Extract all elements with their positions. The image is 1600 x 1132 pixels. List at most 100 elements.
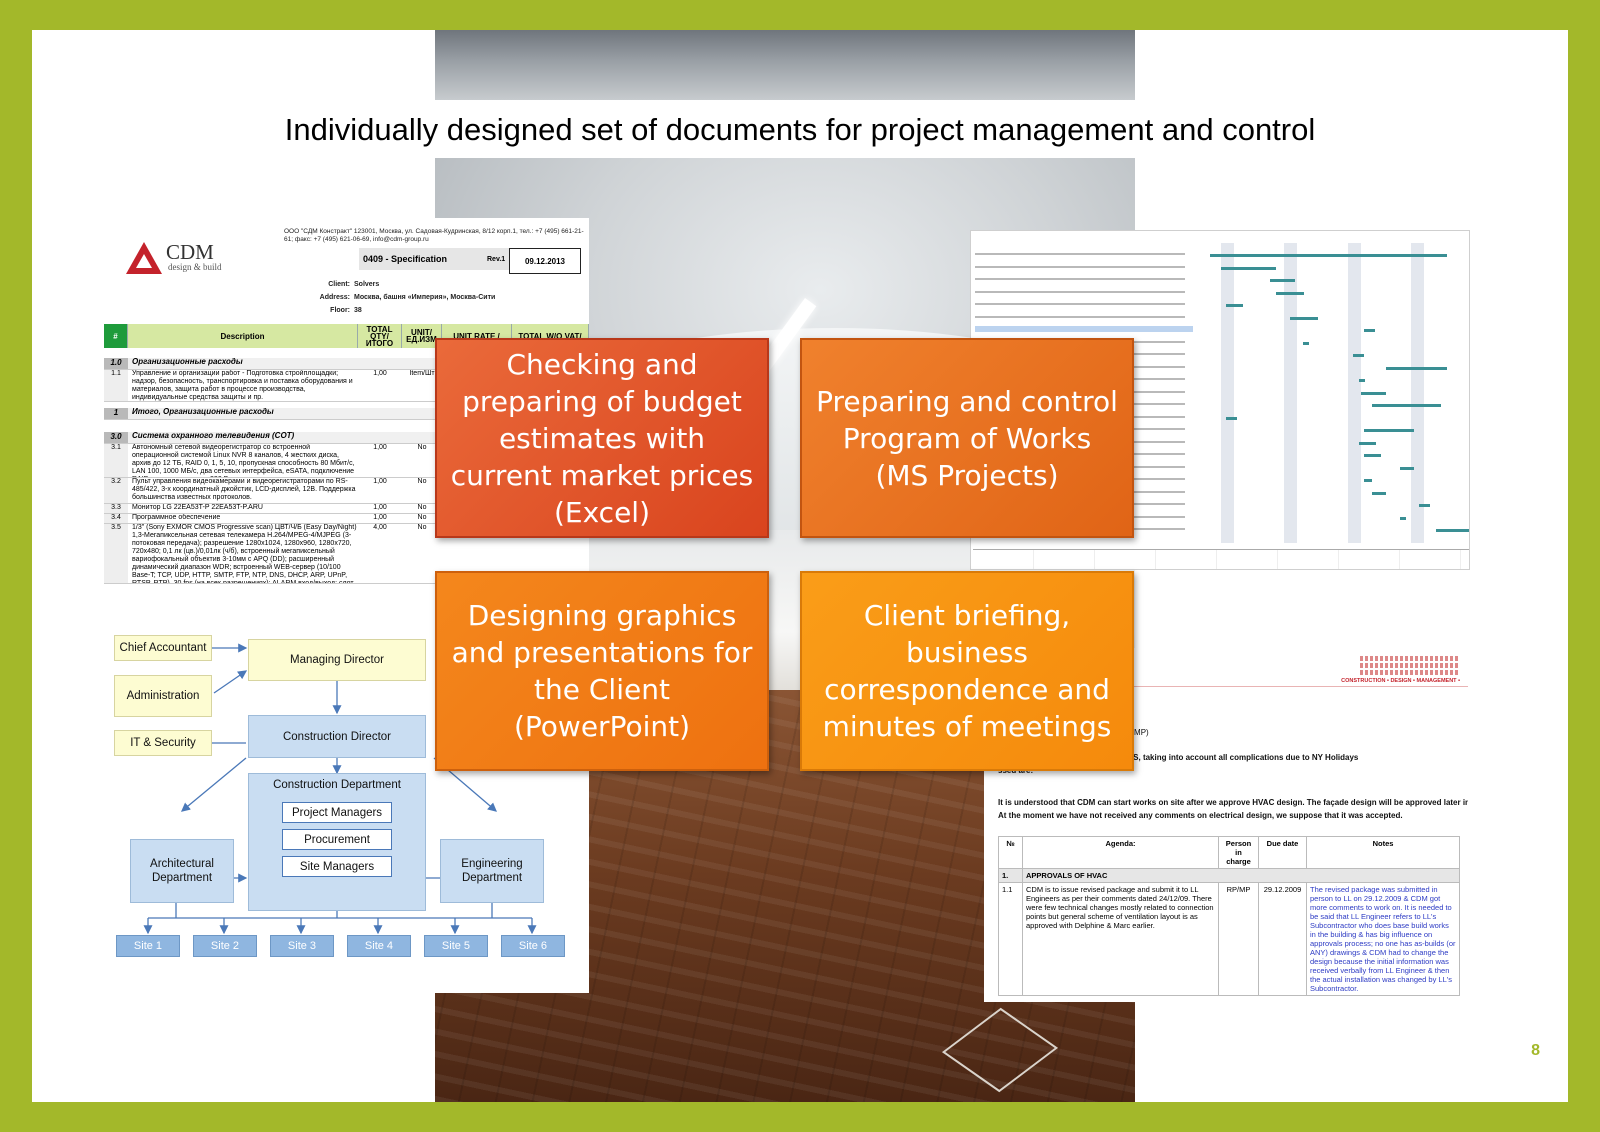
cdm-logo-icon	[126, 242, 162, 274]
spec-cell-d: 1/3" (Sony EXMOR CMOS Progressive scan) …	[132, 524, 357, 584]
spec-cell-q	[358, 358, 402, 369]
spec-meta-key: Client:	[328, 281, 350, 288]
document-date: 09.12.2013	[509, 248, 581, 274]
spec-cell-q: 1,00	[373, 504, 387, 511]
spec-cell-n: 1	[104, 408, 128, 419]
minutes-line-3: uss the approvals process in VEGAS, taki…	[998, 753, 1359, 762]
spec-header-cell: #	[104, 324, 128, 348]
minutes-section-label: APPROVALS OF HVAC	[1022, 868, 1460, 883]
minutes-brand: CONSTRUCTION • DESIGN • MANAGEMENT •	[1341, 678, 1460, 684]
spec-meta-row: Address: Москва, башня «Империя», Москва-…	[284, 291, 584, 304]
spec-cell-n: 3.3	[104, 504, 128, 513]
spec-row: 3.3 Монитор LG 22EA53T-P 22EA53T-P.ARU 1,0…	[104, 504, 589, 514]
site-box: Site 2	[193, 935, 257, 957]
spec-cell-n: 3.2	[104, 478, 128, 503]
minutes-line-6: At the moment we have not received any c…	[998, 811, 1403, 820]
tile-program-of-works: Preparing and control Program of Works (…	[800, 338, 1134, 538]
minutes-row-person: RP/MP	[1218, 882, 1259, 996]
tile-graphics-presentations: Designing graphics and presentations for…	[435, 571, 769, 771]
construction-department-label: Construction Department	[273, 779, 401, 791]
spec-cell-u: No	[417, 524, 427, 531]
spec-cell-u: No	[417, 504, 427, 511]
site-box: Site 4	[347, 935, 411, 957]
spec-header-cell: TOTAL W/O VAT/	[512, 324, 589, 348]
spec-cell-d: Итого, Организационные расходы	[132, 408, 274, 416]
minutes-row-no: 1.1	[998, 882, 1023, 996]
spec-cell-d: Автономный сетевой видеорегистратор со в…	[132, 444, 355, 477]
site-box: Site 3	[270, 935, 334, 957]
minutes-col-no: №	[998, 836, 1023, 869]
spec-meta-row: Floor: 38	[284, 304, 584, 317]
revision: Rev.1	[487, 256, 506, 263]
chief-accountant-box: Chief Accountant	[114, 635, 212, 661]
spec-cell-n: 1.0	[104, 358, 128, 369]
site-box: Site 1	[116, 935, 180, 957]
minutes-row-due: 29.12.2009	[1258, 882, 1307, 996]
spec-cell-u: No	[417, 514, 427, 521]
minutes-row-agenda: CDM is to issue revised package and subm…	[1022, 882, 1219, 996]
tile-budget-estimates: Checking and preparing of budget estimat…	[435, 338, 769, 538]
spec-cell-q: 4,00	[373, 524, 387, 531]
spec-meta-value: 38	[354, 307, 362, 314]
engineering-department-box: Engineering Department	[440, 839, 544, 903]
minutes-col-due: Due date	[1258, 836, 1307, 869]
minutes-table: № Agenda: Person in charge Due date Note…	[998, 836, 1460, 996]
minutes-document: CONSTRUCTION • DESIGN • MANAGEMENT • w h…	[984, 648, 1468, 1002]
logo-subtitle: design & build	[168, 262, 222, 272]
spec-cell-n: 3.0	[104, 432, 128, 443]
spec-cell-d: Программное обеспечение	[132, 514, 221, 521]
spec-cell-u: No	[417, 444, 427, 451]
spec-header-cell: UNIT RATE /	[442, 324, 512, 348]
spec-cell-d: Пульт управления видеокамерами и видеоре…	[132, 478, 356, 501]
spec-cell-q: 1,00	[373, 478, 387, 485]
spec-cell-q: 1,00	[373, 444, 387, 451]
spec-cell-n: 1.1	[104, 370, 128, 401]
spec-meta-key: Floor:	[330, 307, 350, 314]
spec-cell-n: 3.5	[104, 524, 128, 583]
spec-cell-q	[358, 432, 402, 443]
site-box: Site 6	[501, 935, 565, 957]
spec-row: 3.4 Программное обеспечение 1,00 No	[104, 514, 589, 524]
minutes-col-agenda: Agenda:	[1022, 836, 1219, 869]
minutes-line-5: It is understood that CDM can start work…	[998, 798, 1468, 807]
administration-box: Administration	[114, 675, 212, 717]
minutes-col-person: Person in charge	[1218, 836, 1259, 869]
minutes-letterhead	[1360, 656, 1460, 675]
tile-client-briefing: Client briefing, business correspondence…	[800, 571, 1134, 771]
slide: Individually designed set of documents f…	[32, 30, 1568, 1102]
minutes-col-notes: Notes	[1306, 836, 1460, 869]
minutes-row-notes: The revised package was submitted in per…	[1306, 882, 1460, 996]
document-name: 0409 - Specification	[359, 248, 509, 270]
spec-cell-n: 3.4	[104, 514, 128, 523]
logo-name: CDM	[166, 240, 214, 264]
spec-header-cell: TOTAL QTY/ ИТОГО	[358, 324, 402, 348]
spec-cell-q: 1,00	[373, 370, 387, 377]
spec-cell-d: Управление и организации работ - Подгото…	[132, 370, 353, 401]
architectural-department-box: Architectural Department	[130, 839, 234, 903]
spec-cell-u: Item/Шт	[409, 370, 435, 377]
spec-cell-d: Монитор LG 22EA53T-P 22EA53T-P.ARU	[132, 504, 263, 511]
gantt-legend	[973, 549, 1469, 569]
spec-cell-d: Система охранного телевидения (СОТ)	[132, 432, 295, 440]
construction-director-box: Construction Director	[248, 715, 426, 758]
site-box: Site 5	[424, 935, 488, 957]
spec-cell-n: 3.1	[104, 444, 128, 477]
spec-cell-d: Организационные расходы	[132, 358, 243, 366]
site-managers-box: Site Managers	[282, 856, 392, 877]
spec-meta-value: Solvers	[354, 281, 380, 288]
managing-director-box: Managing Director	[248, 639, 426, 681]
spec-meta-key: Address:	[319, 294, 350, 301]
spec-meta-row: Client: Solvers	[284, 278, 584, 291]
minutes-section-no: 1.	[998, 868, 1023, 883]
org-chart-document: Chief Accountant Administration IT & Sec…	[104, 633, 589, 993]
spec-cell-q: 1,00	[373, 514, 387, 521]
spec-header-cell: UNIT/ ЕД.ИЗМ	[402, 324, 442, 348]
spec-meta-value: Москва, башня «Империя», Москва-Сити	[354, 294, 496, 301]
project-managers-box: Project Managers	[282, 802, 392, 823]
spec-cell-q	[358, 408, 402, 419]
